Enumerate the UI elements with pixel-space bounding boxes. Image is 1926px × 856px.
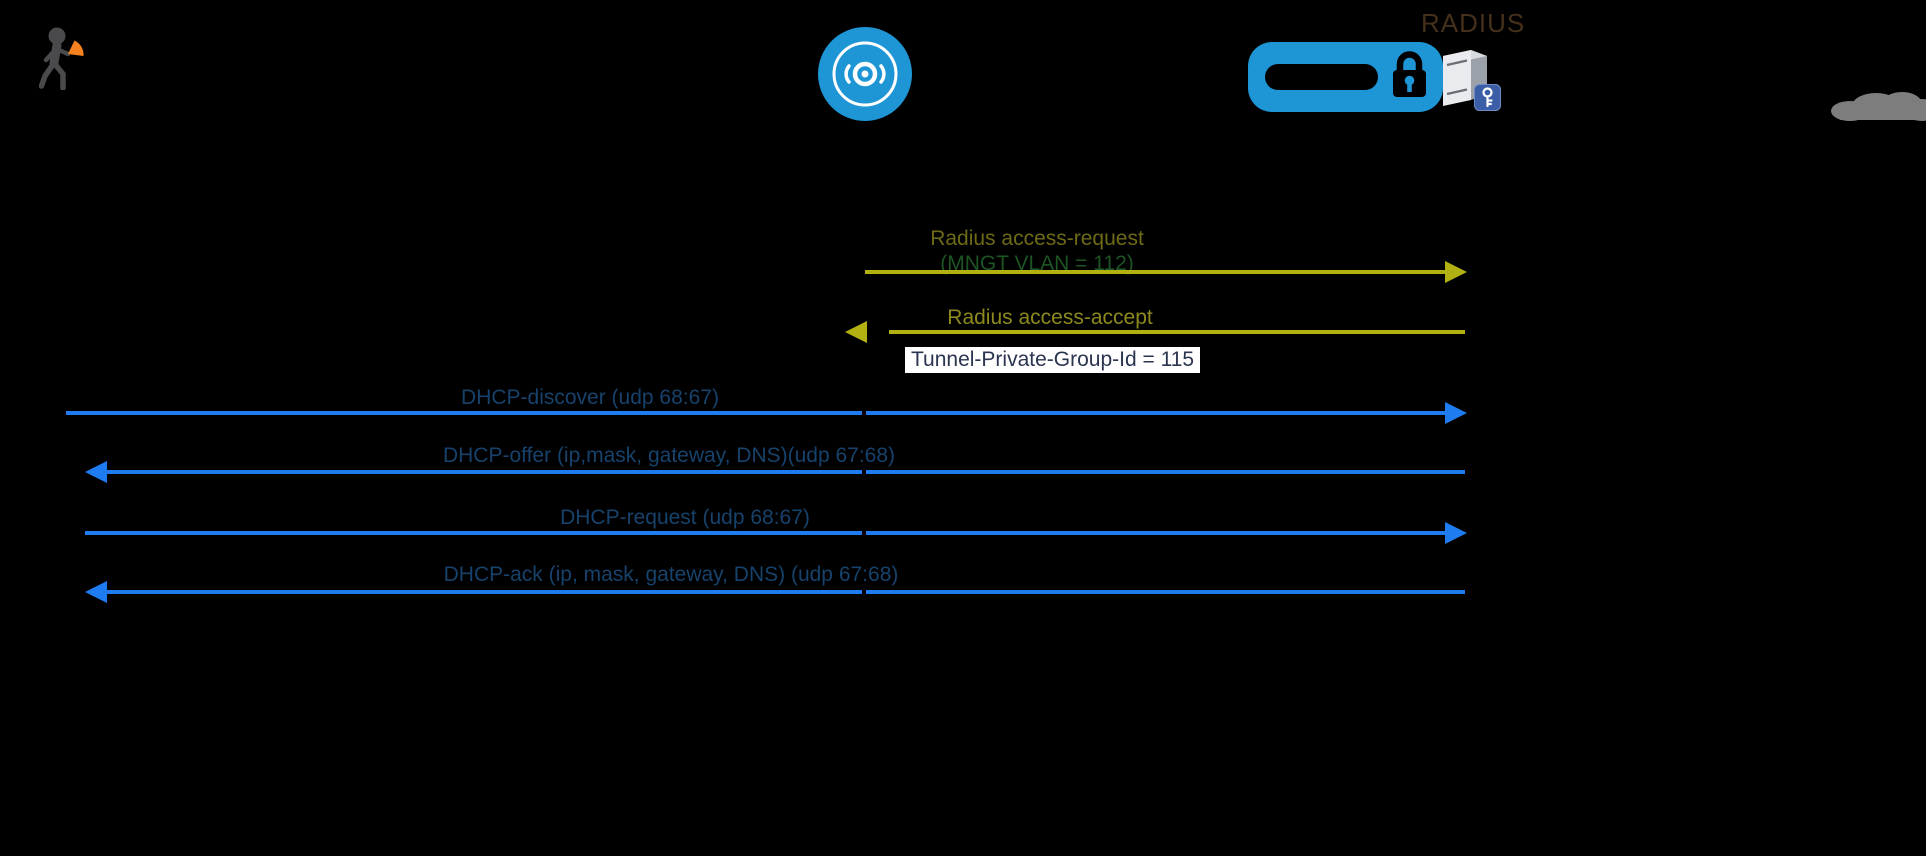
padlock-shackle — [1396, 51, 1423, 73]
dhcp-request-label: DHCP-request (udp 68:67) — [560, 506, 810, 529]
tunnel-private-group-id-note: Tunnel-Private-Group-Id = 115 — [905, 347, 1201, 373]
dhcp-ack-line — [866, 590, 1465, 594]
dhcp-ack-arrowhead — [85, 581, 107, 603]
ap-antenna-ring — [852, 61, 878, 87]
radius-access-accept-arrowhead — [845, 321, 867, 343]
dhcp-offer-arrowhead — [85, 461, 107, 483]
radius-access-request-label: Radius access-request — [930, 227, 1144, 250]
person-head — [48, 27, 66, 45]
key-badge-icon — [1474, 84, 1501, 111]
dhcp-discover-line — [866, 411, 1445, 415]
radius-access-accept-label: Radius access-accept — [947, 306, 1153, 329]
radius-access-request-line — [865, 270, 1445, 274]
switch-slot — [1265, 64, 1378, 90]
radius-access-accept-line — [889, 330, 1465, 334]
key-icon — [1482, 87, 1493, 108]
person-front-arm — [54, 46, 71, 57]
dhcp-discover-arrowhead — [1445, 402, 1467, 424]
server-front-face — [1443, 50, 1471, 106]
wireless-client-icon — [38, 27, 84, 90]
ap-antenna-dot — [861, 70, 869, 78]
ap-wave-left — [844, 64, 851, 84]
person-front-leg — [51, 60, 66, 90]
signal-fan-icon — [68, 40, 84, 56]
server-vent-bottom — [1446, 88, 1468, 96]
person-back-arm — [43, 46, 59, 63]
switch-with-padlock-icon — [1248, 42, 1443, 112]
person-back-leg — [38, 60, 57, 89]
dhcp-discover-line — [66, 411, 862, 415]
server-vent-top — [1446, 59, 1468, 67]
dhcp-offer-label: DHCP-offer (ip,mask, gateway, DNS)(udp 6… — [442, 444, 896, 467]
dhcp-offer-line — [866, 470, 1465, 474]
dhcp-ack-label: DHCP-ack (ip, mask, gateway, DNS) (udp 6… — [443, 563, 899, 586]
dhcp-request-line — [866, 531, 1445, 535]
radius-server-label: RADIUS — [1421, 8, 1526, 38]
padlock-keyhole-stem — [1407, 81, 1412, 92]
dhcp-discover-label: DHCP-discover (udp 68:67) — [461, 386, 719, 409]
dhcp-offer-line — [107, 470, 862, 474]
cloud-shape — [1831, 92, 1926, 121]
padlock-keyhole — [1404, 75, 1415, 86]
cloud-icon — [1831, 92, 1926, 121]
ap-outer-ring — [832, 41, 898, 107]
radius-access-request-arrowhead — [1445, 261, 1467, 283]
padlock-icon — [1393, 51, 1426, 97]
ap-wave-right — [879, 64, 886, 84]
dhcp-ack-line — [107, 590, 862, 594]
dhcp-request-arrowhead — [1445, 522, 1467, 544]
access-point-icon — [818, 27, 912, 121]
dhcp-request-line — [85, 531, 862, 535]
radius-access-request-sublabel: (MNGT VLAN = 112) — [940, 252, 1134, 275]
